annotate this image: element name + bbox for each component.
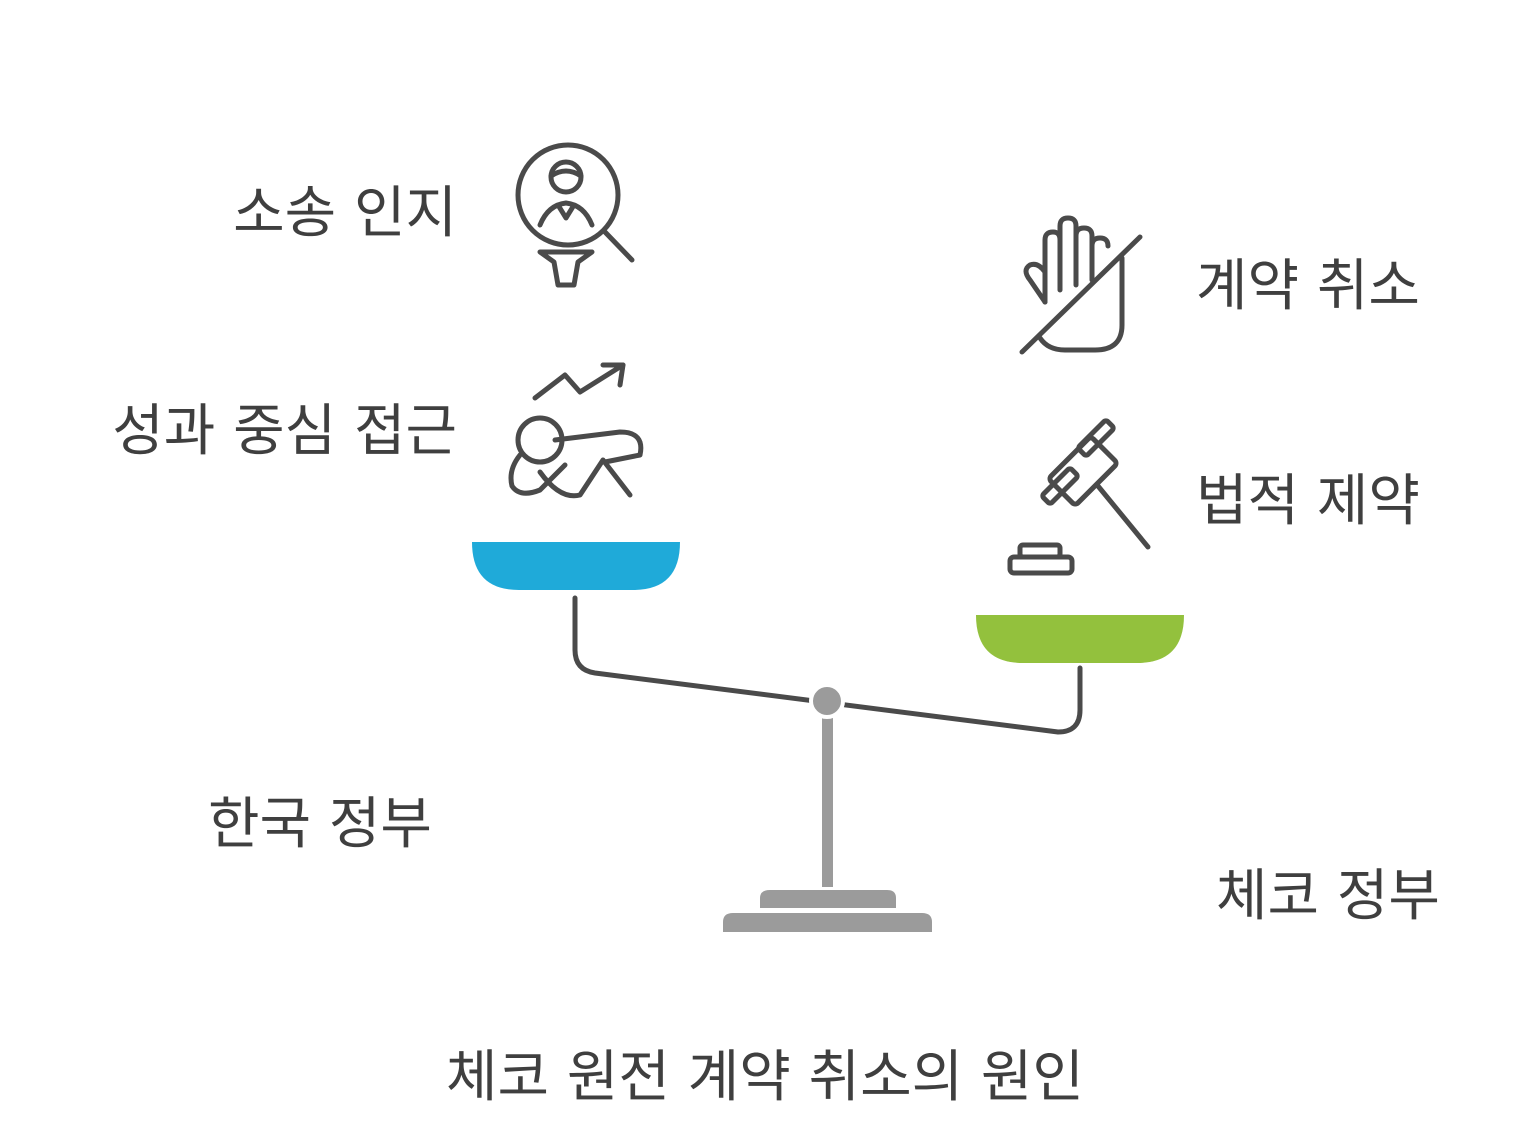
factor-label-legal-constraint: 법적 제약 xyxy=(1196,469,1420,534)
scale-pillar xyxy=(822,715,833,887)
gavel-icon xyxy=(1007,418,1151,576)
factor-label-contract-cancel: 계약 취소 xyxy=(1196,254,1420,319)
group-label-czech: 체코 정부 xyxy=(1216,864,1440,929)
growth-crawl-icon xyxy=(508,362,644,499)
diagram-caption: 체코 원전 계약 취소의 원인 xyxy=(446,1045,1084,1110)
factor-label-lawsuit-awareness: 소송 인지 xyxy=(233,181,457,246)
scale-pivot xyxy=(809,683,845,719)
right-pan xyxy=(976,615,1184,663)
person-search-icon xyxy=(515,142,635,288)
scale-base-bottom xyxy=(723,913,932,932)
factor-label-performance-approach: 성과 중심 접근 xyxy=(112,399,457,464)
scale-base-top xyxy=(760,890,896,908)
balance-scale xyxy=(472,542,1184,932)
left-pan xyxy=(472,542,680,590)
group-label-korea: 한국 정부 xyxy=(208,792,432,857)
stop-hand-icon xyxy=(1019,215,1143,355)
